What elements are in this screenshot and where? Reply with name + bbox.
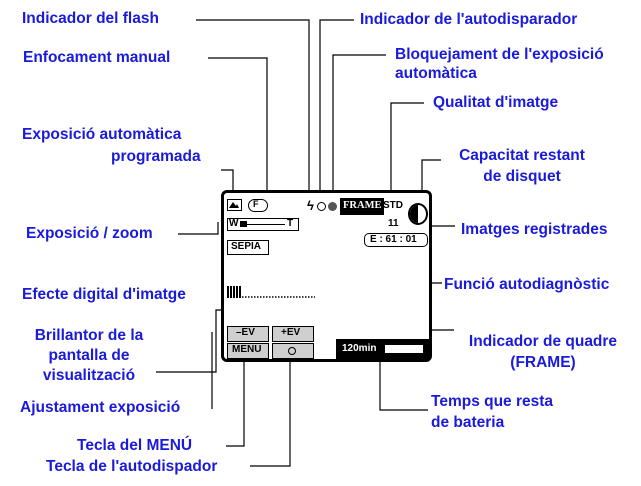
menu-key[interactable]: MENU [227,343,269,359]
leader-ae-lock [332,54,386,192]
label-frame-indicator-2: (FRAME) [510,354,576,371]
label-battery-1: Temps que resta [431,393,554,410]
label-exposure-adjust: Ajustament exposició [20,399,181,416]
plus-ev-label: +EV [281,327,301,338]
label-selftimer-indicator: Indicador de l'autodisparador [360,11,578,28]
frame-badge: FRAME [340,198,384,215]
label-disk-capacity-1: Capacitat restant [459,147,585,164]
leader-exposure-zoom [178,222,219,235]
zoom-t: T [287,218,294,229]
label-exposure-zoom: Exposició / zoom [26,225,153,242]
battery-time: 120min [342,343,377,354]
label-frame-indicator-1: Indicador de quadre [468,333,618,350]
menu-label: MENU [232,344,262,355]
label-flash-indicator: Indicador del flash [22,10,159,27]
leader-flash [196,19,310,192]
flash-icon: ϟ [307,198,314,213]
label-menu-key: Tecla del MENÚ [77,437,193,454]
label-brightness-3: visualització [42,367,136,384]
ae-lock-icon [328,202,337,211]
leader-menu-key [226,356,245,447]
sepia-box: SEPIA [227,240,269,255]
leader-manual-focus [208,57,268,192]
label-images-recorded: Imatges registrades [461,221,608,238]
leader-image-quality [390,102,424,193]
selftimer-icon [317,202,326,211]
label-ae-lock-1: Bloquejament de l'exposició [395,46,604,63]
label-disk-capacity-2: de disquet [483,168,561,185]
leader-programmed-ae [221,169,234,192]
frame-label: FRAME [343,200,382,211]
label-self-diagnostic: Funció autodiagnòstic [444,276,610,293]
diagnostic-box: E : 61 : 01 [364,233,428,247]
label-selftimer-key: Tecla de l'autodispador [46,458,218,475]
zoom-indicator [240,221,247,227]
quality-label: STD [383,200,403,211]
diagnostic-code: E : 61 : 01 [370,234,417,245]
battery-level [385,345,423,353]
label-battery-2: de bateria [431,414,505,431]
leader-selftimer-key [250,356,291,467]
label-programmed-ae-1: Exposició automàtica [22,126,182,143]
minus-ev-key[interactable]: –EV [227,326,269,342]
label-digital-effect: Efecte digital d'imatge [22,286,186,303]
label-brightness-2: pantalla de [48,347,130,364]
zoom-w: W [229,218,239,229]
selftimer-key[interactable] [272,343,314,359]
sepia-label: SEPIA [231,241,262,252]
image-count: 11 [388,218,399,229]
lcd-screen: F ϟ FRAME STD 11 W T E : 61 : 01 SEPIA –… [221,190,432,362]
label-programmed-ae-2: programada [111,148,201,165]
programmed-ae-icon [227,199,242,211]
selftimer-key-icon [288,347,296,355]
manual-focus-icon: F [248,199,268,212]
label-ae-lock-2: automàtica [395,65,477,82]
zoom-bar: W T [227,218,299,231]
leader-battery [379,361,428,411]
label-manual-focus: Enfocament manual [23,49,171,66]
minus-ev-label: –EV [236,327,255,338]
brightness-bar [227,286,315,298]
disk-capacity-icon [408,203,428,225]
label-brightness-1: Brillantor de la [34,327,144,344]
label-image-quality: Qualitat d'imatge [433,94,559,111]
leader-selftimer-indicator [319,19,354,192]
plus-ev-key[interactable]: +EV [272,326,314,342]
leader-disk-capacity [421,159,441,195]
battery-box: 120min [336,339,430,360]
